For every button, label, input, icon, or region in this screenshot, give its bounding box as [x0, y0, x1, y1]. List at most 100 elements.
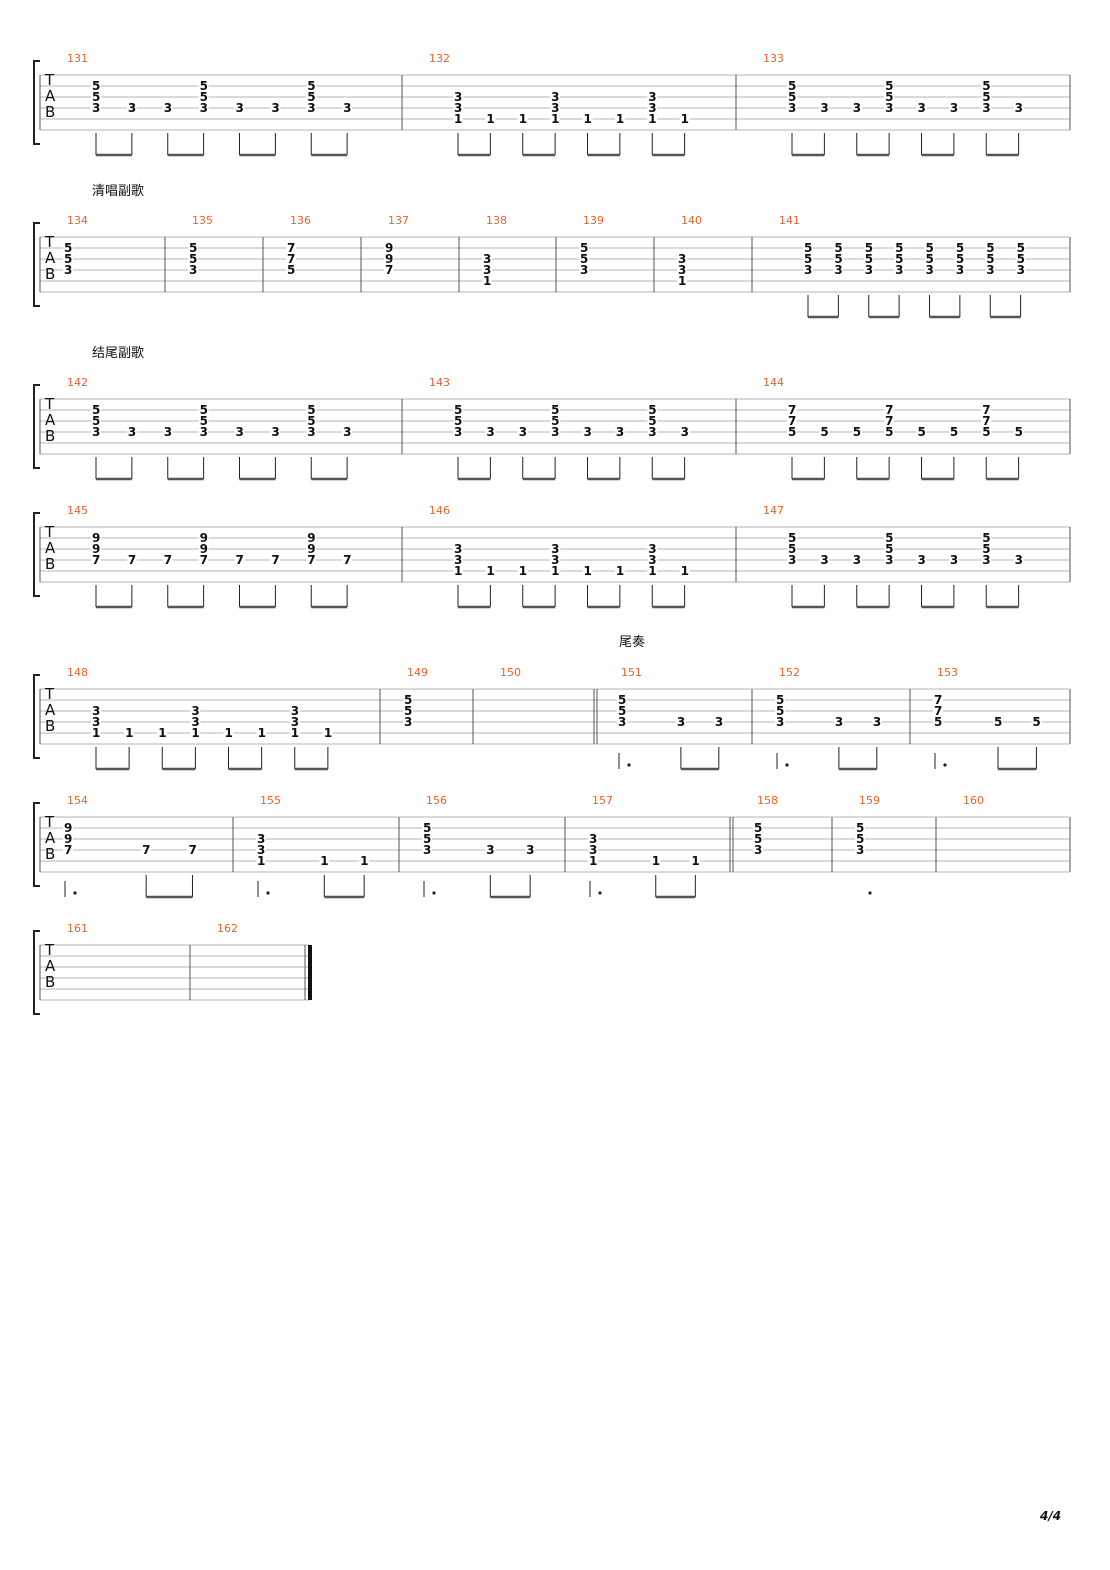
fret-number: 3 [982, 101, 990, 115]
fret-number: 9 [92, 542, 100, 556]
fret-number: 5 [856, 821, 864, 835]
fret-mask [787, 427, 797, 437]
fret-number: 3 [551, 553, 559, 567]
fret-number: 7 [385, 263, 393, 277]
fret-mask [306, 405, 317, 415]
system-bracket [33, 222, 40, 307]
fret-number: 5 [865, 252, 873, 266]
dot [627, 763, 631, 767]
system-bracket [33, 674, 40, 759]
tab-beat: 553 [863, 241, 874, 277]
fret-mask [91, 92, 101, 102]
fret-number: 5 [994, 715, 1002, 729]
fret-mask [884, 544, 895, 554]
tab-clef-letter: B [45, 555, 55, 573]
tab-clef-letter: B [45, 427, 55, 445]
fret-number: 5 [404, 704, 412, 718]
fret-mask [198, 81, 209, 91]
fret-number: 3 [486, 425, 494, 439]
fret-mask [198, 405, 209, 415]
fret-number: 3 [483, 252, 491, 266]
tab-beat: 331 [550, 90, 561, 126]
tab-clef-letter: A [45, 249, 56, 267]
fret-number: 5 [776, 693, 784, 707]
fret-number: 7 [164, 553, 172, 567]
fret-number: 3 [834, 263, 842, 277]
fret-mask [924, 265, 935, 275]
tab-beat: 5 [993, 715, 1003, 729]
fret-mask [198, 427, 209, 437]
fret-number: 3 [715, 715, 723, 729]
tab-beat: 553 [403, 693, 413, 729]
fret-mask [550, 427, 561, 437]
fret-number: 3 [986, 263, 994, 277]
fret-number: 5 [885, 90, 893, 104]
tab-beat: 3 [162, 101, 173, 115]
tab-beat: 3 [162, 425, 173, 439]
fret-mask [485, 845, 496, 855]
fret-mask [289, 728, 300, 738]
fret-mask [954, 265, 965, 275]
fret-number: 3 [918, 101, 926, 115]
fret-mask [1013, 427, 1024, 437]
fret-mask [985, 254, 996, 264]
fret-mask [256, 856, 266, 866]
fret-mask [525, 845, 536, 855]
tab-clef-letter: T [44, 813, 55, 831]
fret-mask [863, 265, 874, 275]
fret-number: 5 [1017, 252, 1025, 266]
fret-number: 5 [1032, 715, 1040, 729]
fret-mask [342, 555, 353, 565]
fret-mask [617, 706, 627, 716]
fret-mask [679, 114, 690, 124]
fret-number: 3 [236, 425, 244, 439]
tab-beat: 997 [384, 241, 394, 277]
measure-number: 144 [763, 376, 784, 389]
fret-mask [981, 427, 992, 437]
fret-mask [884, 427, 895, 437]
fret-mask [1015, 254, 1026, 264]
fret-number: 5 [200, 403, 208, 417]
measure-number: 141 [779, 214, 800, 227]
fret-number: 3 [589, 832, 597, 846]
fret-mask [647, 544, 658, 554]
tab-beat: 5 [948, 425, 959, 439]
fret-number: 1 [360, 854, 368, 868]
measure-number: 155 [260, 794, 281, 807]
fret-number: 3 [926, 263, 934, 277]
tab-beat: 553 [422, 821, 432, 857]
fret-mask [223, 728, 234, 738]
page-number: 4/4 [1040, 1509, 1062, 1523]
fret-number: 3 [257, 843, 265, 857]
tab-beat: 3 [582, 425, 593, 439]
tab-beat: 7 [141, 843, 152, 857]
tab-beat: 553 [855, 821, 865, 857]
fret-mask [550, 544, 561, 554]
fret-number: 3 [648, 542, 656, 556]
fret-mask [198, 555, 209, 565]
measure-number: 135 [192, 214, 213, 227]
tab-beat: 3 [819, 101, 830, 115]
fret-number: 7 [788, 403, 796, 417]
fret-number: 5 [820, 425, 828, 439]
fret-number: 1 [519, 564, 527, 578]
fret-mask [422, 845, 432, 855]
fret-mask [647, 555, 658, 565]
fret-number: 3 [677, 715, 685, 729]
fret-number: 5 [1015, 425, 1023, 439]
fret-mask [306, 416, 317, 426]
fret-mask [713, 717, 724, 727]
fret-number: 3 [307, 101, 315, 115]
tab-beat: 553 [647, 403, 658, 439]
fret-mask [993, 717, 1003, 727]
fret-number: 3 [454, 90, 462, 104]
tab-beat: 775 [981, 403, 992, 439]
fret-number: 3 [454, 542, 462, 556]
tab-beat: 553 [617, 693, 627, 729]
fret-mask [579, 265, 589, 275]
